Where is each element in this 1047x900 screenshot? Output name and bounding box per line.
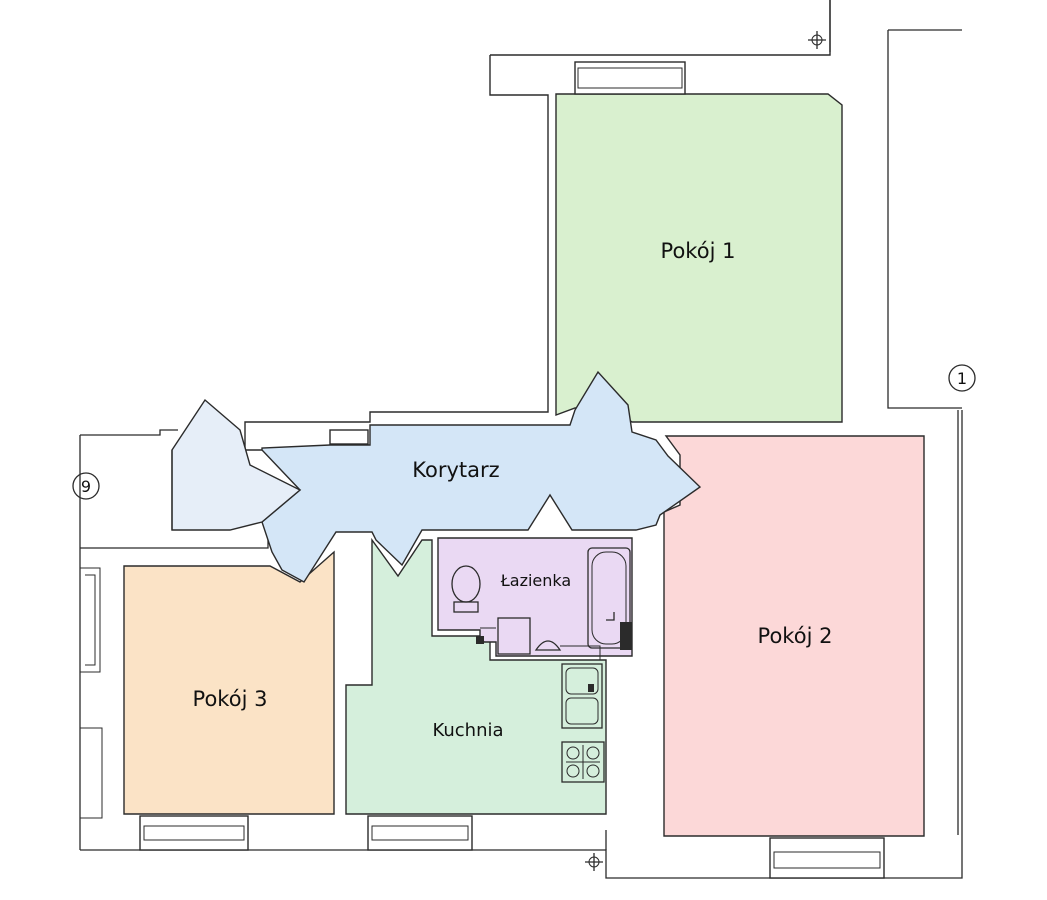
pipe-marker-icon (479, 635, 485, 643)
door-swings (171, 398, 302, 531)
survey-point-icon-bottom (585, 853, 603, 871)
kitchen-sink-icon (561, 663, 603, 729)
label-kuchnia: Kuchnia (432, 720, 503, 741)
marker-right-label: 1 (957, 369, 967, 388)
marker-left: 9 (72, 472, 100, 500)
room-korytarz (261, 370, 702, 583)
bathtub-icon (587, 547, 631, 649)
bathroom-fixtures (451, 547, 632, 660)
room-pokoj-3 (123, 550, 335, 815)
room-pokoj-1 (555, 93, 843, 423)
bathroom-sink-icon (534, 640, 562, 651)
label-pokoj-1: Pokój 1 (661, 239, 736, 263)
room-lazienka (437, 537, 633, 657)
label-korytarz: Korytarz (412, 458, 499, 482)
corridor-niche (329, 429, 369, 445)
stove-icon (561, 741, 605, 783)
label-pokoj-3: Pokój 3 (193, 687, 268, 711)
shower-tap-icon (606, 612, 632, 650)
windows (139, 61, 885, 879)
label-pokoj-2: Pokój 2 (758, 624, 833, 648)
survey-point-icon-top (808, 31, 826, 49)
room-pokoj-2 (663, 435, 925, 837)
marker-left-label: 9 (81, 477, 91, 496)
kitchen-fixtures (561, 663, 605, 783)
marker-right: 1 (948, 364, 976, 392)
washing-machine-icon (497, 617, 531, 655)
toilet-icon (451, 565, 481, 613)
room-kuchnia (345, 537, 607, 815)
label-lazienka: Łazienka (500, 571, 571, 590)
